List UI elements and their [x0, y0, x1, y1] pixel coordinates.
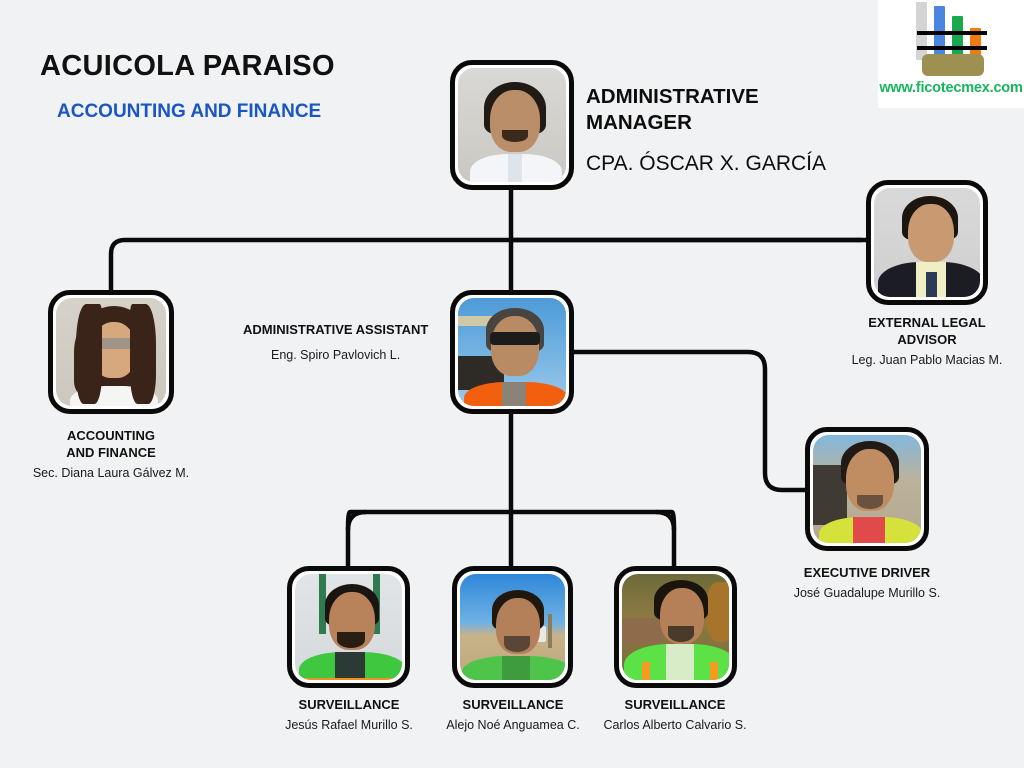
label-legal: EXTERNAL LEGAL ADVISOR Leg. Juan Pablo M…	[827, 315, 1024, 369]
wire-surv-3	[670, 509, 677, 566]
legal-person: Leg. Juan Pablo Macias M.	[851, 352, 1003, 367]
label-driver: EXECUTIVE DRIVER José Guadalupe Murillo …	[767, 565, 967, 602]
surveillance-3-role: SURVEILLANCE	[624, 697, 726, 712]
logo-url-text: www.ficotecmex.com	[879, 80, 1023, 96]
photo-card-manager[interactable]	[450, 60, 574, 190]
label-surveillance-2: SURVEILLANCE Alejo Noé Anguamea C.	[414, 697, 612, 734]
photo-card-legal[interactable]	[866, 180, 988, 305]
assistant-role: ADMINISTRATIVE ASSISTANT	[243, 322, 429, 337]
accounting-role: ACCOUNTING AND FINANCE	[66, 428, 156, 460]
assistant-person: Eng. Spiro Pavlovich L.	[271, 348, 401, 362]
manager-role: ADMINISTRATIVE MANAGER	[586, 85, 759, 135]
surveillance-2-person: Alejo Noé Anguamea C.	[446, 717, 580, 732]
legal-role: EXTERNAL LEGAL ADVISOR	[868, 315, 986, 347]
wire-surv-corner-left	[345, 509, 367, 531]
label-surveillance-3: SURVEILLANCE Carlos Alberto Calvario S.	[576, 697, 774, 734]
surveillance-1-role: SURVEILLANCE	[298, 697, 400, 712]
logo-chart-icon	[908, 2, 994, 78]
page-title: ACUICOLA PARAISO	[40, 50, 335, 82]
wire-manager-accounting	[108, 237, 511, 290]
driver-role: EXECUTIVE DRIVER	[803, 565, 931, 580]
surveillance-1-person: Jesús Rafael Murillo S.	[285, 717, 413, 732]
photo-surveillance-3	[622, 574, 729, 680]
photo-driver	[813, 435, 921, 543]
photo-assistant	[458, 298, 566, 406]
driver-person: José Guadalupe Murillo S.	[793, 585, 941, 600]
surveillance-3-person: Carlos Alberto Calvario S.	[603, 717, 747, 732]
photo-card-surveillance-3[interactable]	[614, 566, 737, 688]
surveillance-2-role: SURVEILLANCE	[462, 697, 564, 712]
accounting-person: Sec. Diana Laura Gálvez M.	[32, 465, 190, 480]
company-logo: www.ficotecmex.com	[878, 0, 1024, 108]
photo-surveillance-2	[460, 574, 565, 680]
wire-surv-1	[345, 509, 352, 566]
photo-card-driver[interactable]	[805, 427, 929, 551]
photo-card-accounting[interactable]	[48, 290, 174, 414]
photo-card-surveillance-2[interactable]	[452, 566, 573, 688]
label-surveillance-1: SURVEILLANCE Jesús Rafael Murillo S.	[250, 697, 448, 734]
photo-surveillance-1	[295, 574, 402, 680]
manager-person: CPA. ÓSCAR X. GARCÍA	[586, 152, 826, 175]
photo-manager	[458, 68, 566, 182]
wire-surv-corner-right	[655, 509, 677, 531]
photo-legal	[874, 188, 980, 297]
label-accounting: ACCOUNTING AND FINANCE Sec. Diana Laura …	[11, 428, 211, 482]
wire-assistant-driver	[573, 349, 805, 493]
photo-card-surveillance-1[interactable]	[287, 566, 410, 688]
page-subtitle: ACCOUNTING AND FINANCE	[57, 101, 322, 122]
photo-accounting	[56, 298, 166, 406]
photo-card-assistant[interactable]	[450, 290, 574, 414]
